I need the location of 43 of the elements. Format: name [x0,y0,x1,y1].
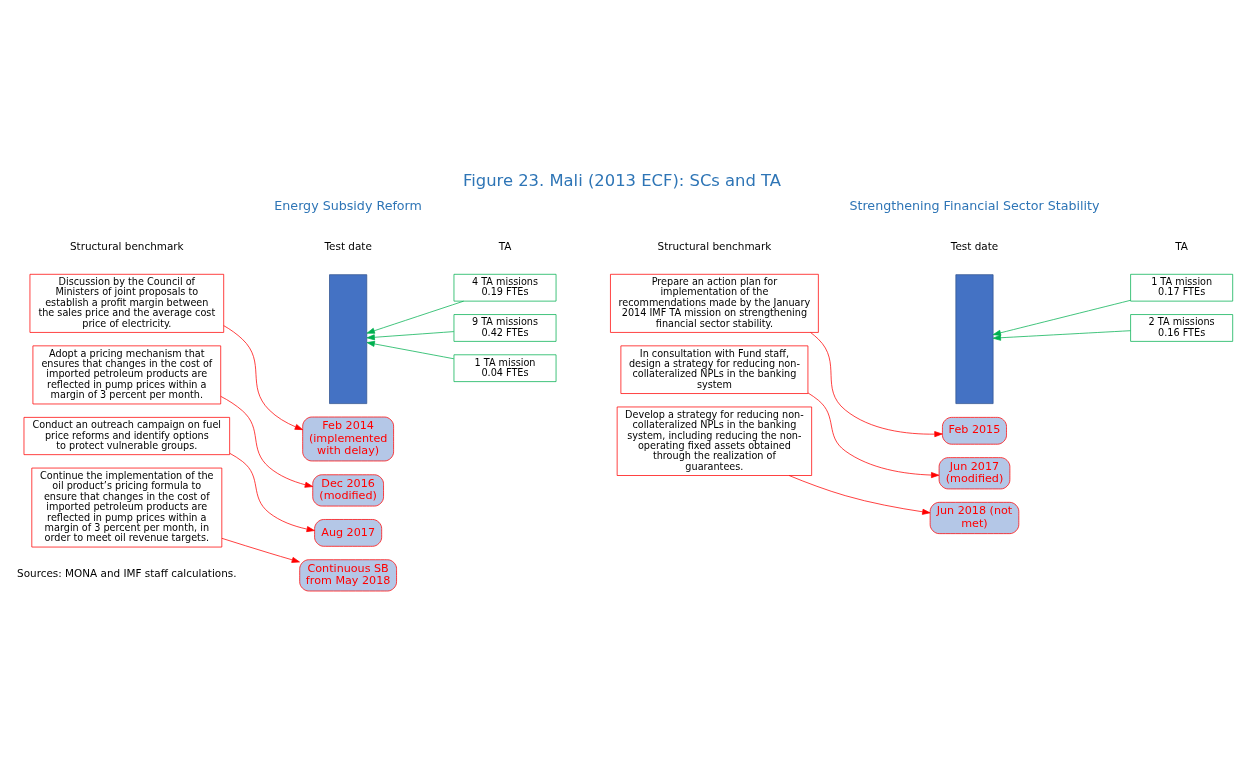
node-box: Aug 2017 [314,519,383,547]
node-box: In consultation with Fund staff, design a strategy for reducing non-collateralized NPLs in the banking system [620,345,809,394]
node-box: 1 TA mission 0.04 FTEs [453,354,557,382]
node-box: Feb 2015 [942,417,1007,445]
node-box: Jun 2018 (not met) [929,501,1020,534]
label: TA [1175,240,1188,253]
arrow [807,392,940,479]
node-box: Develop a strategy for reducing non-collateralized NPLs in the banking system, including reducing the non-operating fixed assets obtained through the realization of guarantees. [616,406,813,476]
arrow [366,300,464,334]
node-bar [955,274,994,404]
node-box: 1 TA mission 0.17 FTEs [1130,273,1234,302]
diagram-title: Figure 23. Mali (2013 ECF): SCs and TA [463,171,781,191]
node-box: Prepare an action plan for implementation of the recommendations made by the January 2014 IMF TA mission on strengthening financial sector stability. [610,273,819,333]
label: Structural benchmark [69,240,184,253]
arrow [810,332,943,438]
node-box: 9 TA missions 0.42 FTEs [453,314,557,342]
node-box: Continuous SB from May 2018 [299,559,397,592]
node-box: Dec 2016 (modified) [312,474,384,507]
node-box: Conduct an outreach campaign on fuel price reforms and identify options to protect vulnerable groups. [23,417,231,456]
caption: Sources: MONA and IMF staff calculations. [17,566,237,579]
node-box: Adopt a pricing mechanism that ensures that changes in the cost of imported petroleum products are reflected in pump prices within a margin of 3 percent per month. [32,345,222,405]
node-box: 4 TA missions 0.19 FTEs [453,273,557,302]
arrow [366,340,455,360]
arrow [992,330,1131,341]
label: Energy Subsidy Reform [274,198,422,214]
label: Strengthening Financial Sector Stability [849,198,1100,214]
arrow [221,537,300,563]
arrow [366,331,455,341]
arrow [992,299,1131,336]
node-box: 2 TA missions 0.16 FTEs [1130,314,1234,342]
label: Test date [950,240,999,253]
label: TA [498,240,512,253]
node-box: Jun 2017 (modified) [938,457,1011,490]
node-box: Discussion by the Council of Ministers of joint proposals to establish a profit margin between the sales price and the average cost price of electricity. [29,273,225,333]
arrow [788,475,931,515]
node-bar [329,274,368,404]
node-box: Continue the implementation of the oil product’s pricing formula to ensure that changes in the cost of imported petroleum products are reflected in pump prices within a margin of 3 percent per month, in order to meet oil revenue targets. [31,467,223,548]
label: Structural benchmark [657,240,772,253]
arrow [220,395,313,488]
node-box: Feb 2014 (implemented with delay) [302,416,394,462]
arrow [223,325,303,430]
arrow [229,453,315,533]
label: Test date [324,240,372,253]
